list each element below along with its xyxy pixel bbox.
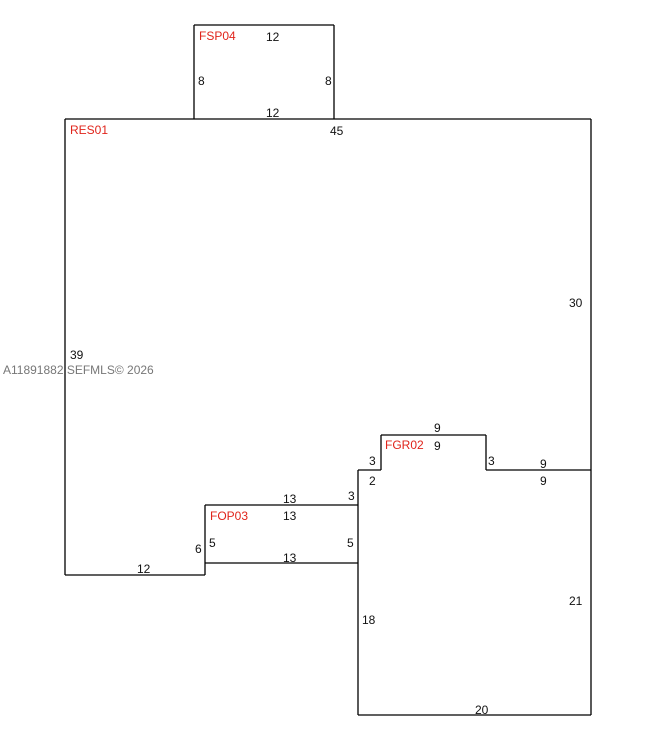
dim-fop-left-outer: 6 [195,542,202,556]
dim-res-bottom: 12 [137,562,151,576]
dim-fgr-step-right: 3 [488,454,495,468]
fgr02-label: FGR02 [385,438,424,452]
dim-res-top: 45 [330,124,344,138]
dim-fsp-bottom: 12 [266,106,280,120]
dim-fsp-right: 8 [325,74,332,88]
dim-fgr-ledge-outer: 9 [540,457,547,471]
dim-fop-step: 3 [348,489,355,503]
res01-outline [64,118,592,576]
res01-label: RES01 [70,123,108,137]
fsp04-label: FSP04 [199,29,236,43]
dim-fgr-top-outer: 9 [434,421,441,435]
dim-fsp-left: 8 [198,74,205,88]
fop03-outline [204,504,358,575]
mls-watermark: A11891882 SEFMLS© 2026 [3,363,154,377]
fgr02-outline [357,434,592,716]
dim-fgr-right: 21 [569,594,583,608]
dim-fop-top-outer: 13 [283,492,297,506]
dim-fgr-bottom: 20 [475,703,489,717]
dim-fop-left-inner: 5 [209,536,216,550]
fop03-label: FOP03 [210,509,248,523]
dim-fgr-step-left-inner: 2 [369,474,376,488]
dim-fop-bottom: 13 [283,551,297,565]
dim-fgr-step-left-outer: 3 [369,454,376,468]
dim-fgr-left: 18 [362,613,376,627]
dim-fgr-top-inner: 9 [434,439,441,453]
dim-fop-right: 5 [347,536,354,550]
dim-fop-top-inner: 13 [283,509,297,523]
dim-res-left: 39 [70,348,84,362]
dim-fsp-top: 12 [266,30,280,44]
dim-res-right: 30 [569,296,583,310]
dim-fgr-ledge-inner: 9 [540,474,547,488]
fsp04-outline [193,24,335,119]
